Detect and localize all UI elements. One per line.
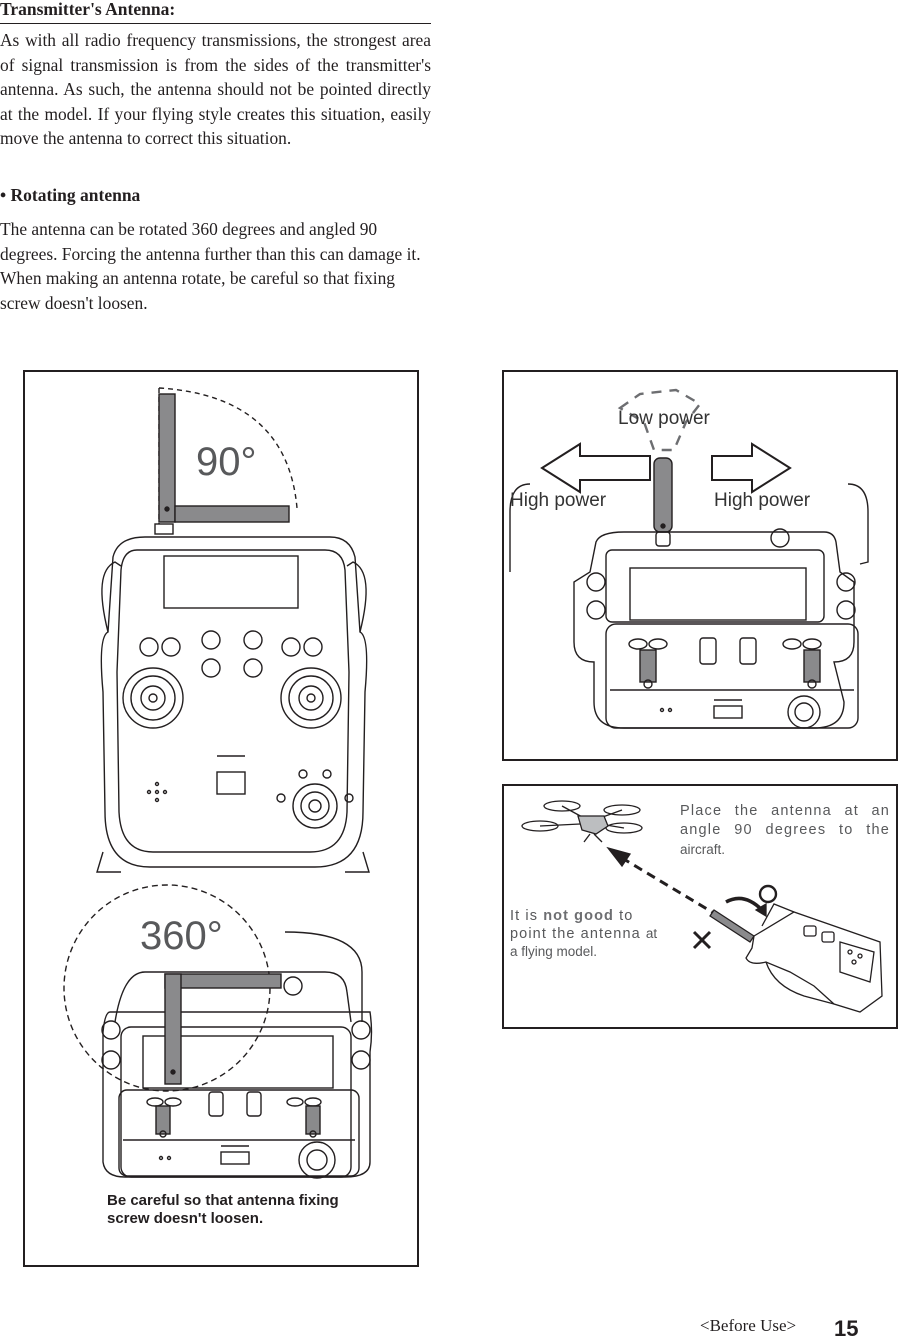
rotating-antenna-heading: • Rotating antenna xyxy=(0,185,141,205)
not-good-bold: not good xyxy=(543,908,614,924)
power-illustration xyxy=(509,388,869,729)
power-figure-panel xyxy=(502,370,898,761)
angle-90-label: 90° xyxy=(196,440,257,484)
rotation-arc-90 xyxy=(158,387,298,509)
high-power-label-left: High power xyxy=(510,490,607,511)
caption-line-1: Be careful so that antenna fixing xyxy=(107,1192,339,1209)
high-power-label-right: High power xyxy=(714,490,811,511)
place-antenna-text: Place the antenna at an angle 90 degrees… xyxy=(680,803,890,838)
not-good-suffix: to point the antenna xyxy=(510,908,641,942)
low-power-label: Low power xyxy=(618,408,710,429)
place-antenna-text-end: aircraft. xyxy=(680,842,726,857)
rotation-figure-panel xyxy=(23,370,419,1267)
not-good-end: at a flying model. xyxy=(510,926,658,959)
section-heading: Transmitter's Antenna: xyxy=(0,0,431,24)
antenna-paragraph: As with all radio frequency transmission… xyxy=(0,30,431,149)
not-good-prefix: It is xyxy=(510,908,544,924)
fixing-screw-caption: Be careful so that antenna fixing screw … xyxy=(107,1192,387,1228)
place-antenna-instruction: Place the antenna at an angle 90 degrees… xyxy=(680,802,890,860)
rotation-illustration xyxy=(63,387,373,1179)
caption-line-2: screw doesn't loosen. xyxy=(107,1210,264,1227)
not-good-instruction: It is not good to point the antenna at a… xyxy=(510,907,665,961)
page-number: 15 xyxy=(834,1316,859,1341)
aim-figure-panel xyxy=(502,784,898,1029)
drone-icon xyxy=(521,800,643,843)
footer-section-label: <Before Use> xyxy=(700,1316,797,1335)
rotating-antenna-paragraph: The antenna can be rotated 360 degrees a… xyxy=(0,219,421,313)
angle-360-label: 360° xyxy=(140,914,223,958)
aim-illustration xyxy=(521,800,883,1013)
